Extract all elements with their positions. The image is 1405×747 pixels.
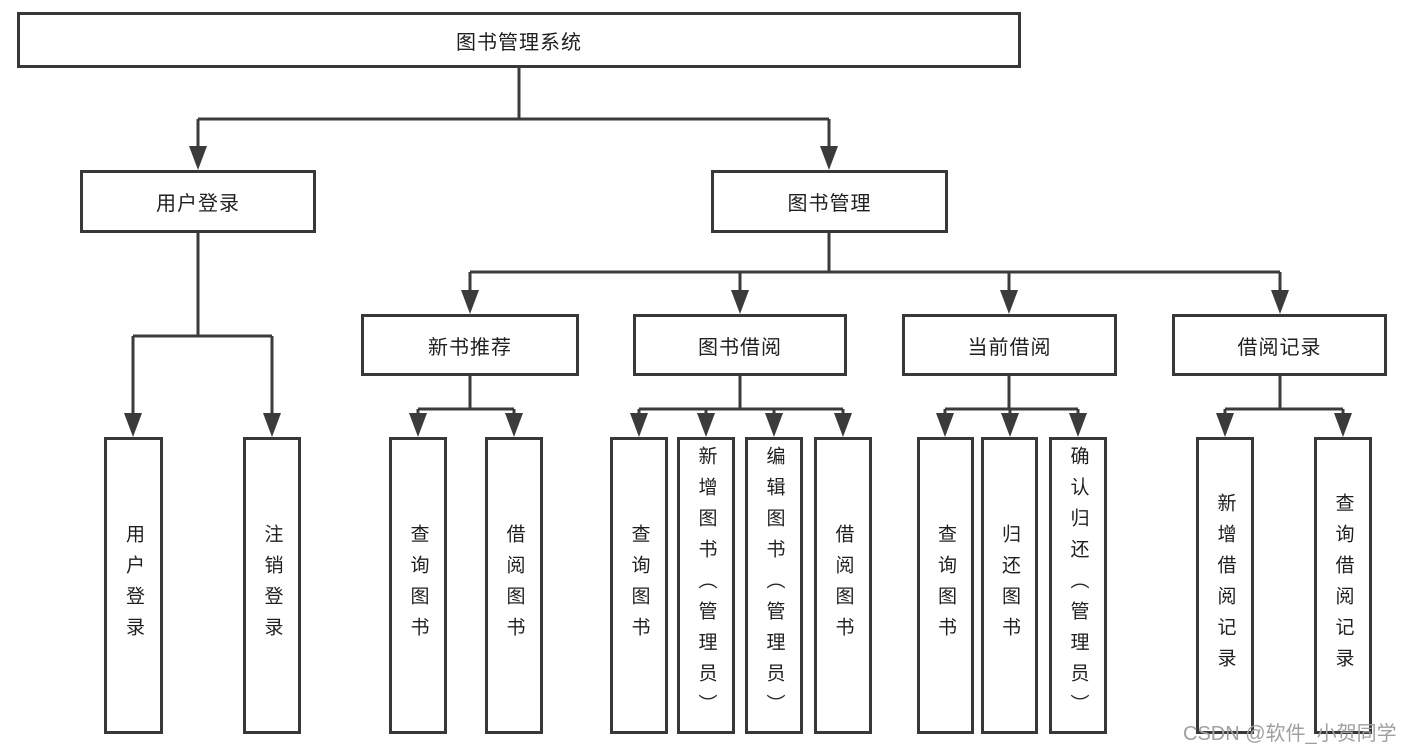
leaf-query-books-current-label: 查询图书	[935, 523, 956, 648]
leaf-borrow-books-recommend-label: 借阅图书	[503, 523, 525, 648]
arrow-down-icon	[1069, 413, 1087, 437]
arrow-down-icon	[1000, 290, 1018, 314]
leaf-query-books-recommend: 查询图书	[389, 437, 447, 734]
leaf-logout-label: 注销登录	[261, 523, 283, 648]
leaf-add-borrow-record-label: 新增借阅记录	[1214, 492, 1236, 679]
arrow-down-icon	[697, 413, 715, 437]
leaf-borrow-books-borrowing-label: 借阅图书	[832, 523, 854, 648]
leaf-edit-books-admin-label: 编辑图书（管理员）	[763, 446, 785, 725]
leaf-user-login: 用户登录	[104, 437, 163, 734]
arrow-down-icon	[630, 413, 648, 437]
arrow-down-icon	[124, 413, 142, 437]
connector-book-borrowing-children	[637, 376, 845, 416]
leaf-borrow-books-borrowing: 借阅图书	[814, 437, 872, 734]
node-book-borrowing: 图书借阅	[633, 314, 847, 376]
node-book-management-label: 图书管理	[787, 193, 872, 215]
node-book-management: 图书管理	[711, 170, 948, 233]
arrow-down-icon	[1001, 413, 1019, 437]
leaf-query-books-current: 查询图书	[917, 437, 974, 734]
leaf-confirm-return-admin: 确认归还（管理员）	[1049, 437, 1107, 734]
node-user-login-label: 用户登录	[156, 193, 240, 215]
connector-user-login-children	[131, 233, 274, 415]
connector-borrowing-records-children	[1223, 376, 1345, 416]
leaf-add-borrow-record: 新增借阅记录	[1196, 437, 1254, 734]
connector-root-to-level2	[196, 68, 831, 150]
watermark-text: CSDN @软件_小贺同学	[1183, 723, 1397, 745]
leaf-query-books-borrowing: 查询图书	[610, 437, 668, 734]
leaf-return-books: 归还图书	[981, 437, 1038, 734]
node-root-label: 图书管理系统	[456, 31, 582, 54]
leaf-query-borrow-record: 查询借阅记录	[1314, 437, 1372, 734]
arrow-down-icon	[189, 146, 207, 170]
leaf-confirm-return-admin-label: 确认归还（管理员）	[1067, 446, 1089, 725]
leaf-query-books-recommend-label: 查询图书	[407, 523, 429, 648]
arrow-down-icon	[1271, 290, 1289, 314]
node-borrowing-records: 借阅记录	[1172, 314, 1387, 376]
leaf-edit-books-admin: 编辑图书（管理员）	[745, 437, 803, 734]
leaf-return-books-label: 归还图书	[999, 523, 1020, 648]
connector-book-management-children	[468, 233, 1282, 293]
leaf-add-books-admin: 新增图书（管理员）	[677, 437, 735, 734]
arrow-down-icon	[834, 413, 852, 437]
node-borrowing-records-label: 借阅记录	[1237, 336, 1322, 359]
arrow-down-icon	[263, 413, 281, 437]
arrow-down-icon	[1334, 413, 1352, 437]
arrow-down-icon	[936, 413, 954, 437]
node-user-login: 用户登录	[80, 170, 316, 233]
node-current-borrowing-label: 当前借阅	[967, 336, 1052, 359]
node-book-borrowing-label: 图书借阅	[698, 336, 782, 359]
arrow-down-icon	[1216, 413, 1234, 437]
connector-new-book-recommend-children	[416, 376, 516, 416]
arrow-down-icon	[820, 146, 838, 170]
arrow-down-icon	[409, 413, 427, 437]
node-root: 图书管理系统	[17, 12, 1021, 68]
connector-current-borrowing-children	[943, 376, 1080, 416]
leaf-user-login-label: 用户登录	[123, 523, 144, 648]
node-new-book-recommend-label: 新书推荐	[428, 336, 512, 359]
node-new-book-recommend: 新书推荐	[361, 314, 579, 376]
leaf-query-borrow-record-label: 查询借阅记录	[1332, 492, 1354, 679]
arrow-down-icon	[505, 413, 523, 437]
arrow-down-icon	[765, 413, 783, 437]
node-current-borrowing: 当前借阅	[902, 314, 1117, 376]
leaf-query-books-borrowing-label: 查询图书	[628, 523, 650, 648]
leaf-add-books-admin-label: 新增图书（管理员）	[695, 446, 717, 725]
arrow-down-icon	[731, 290, 749, 314]
leaf-borrow-books-recommend: 借阅图书	[485, 437, 543, 734]
arrow-down-icon	[461, 290, 479, 314]
leaf-logout: 注销登录	[243, 437, 301, 734]
